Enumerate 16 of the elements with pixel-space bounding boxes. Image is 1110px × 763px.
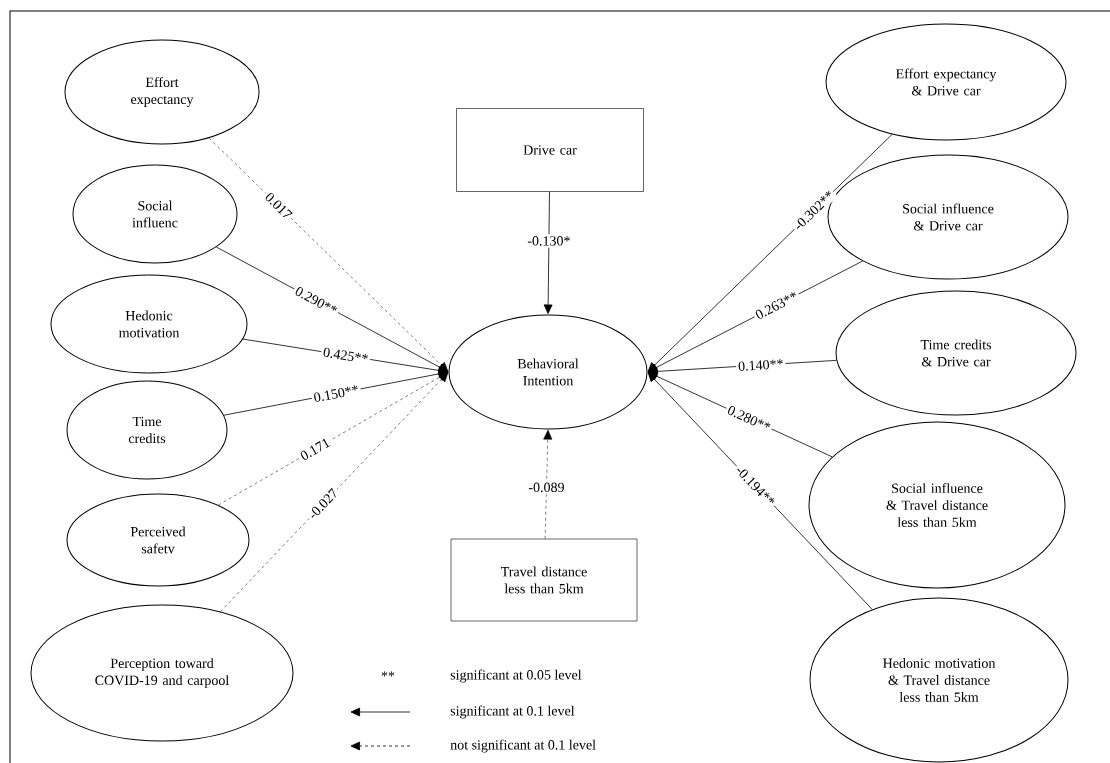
variable-box: Drive car [456,108,644,192]
arrow [543,429,553,539]
legend-text: significant at 0.1 level [450,705,575,719]
edge-label: 0.171 [296,434,334,464]
variable-box: Travel distance less than 5km [450,538,638,622]
arrow [220,372,449,612]
edge-label: -0.130* [525,234,573,248]
edge-label: 0.280** [723,402,775,436]
legend-text: not significant at 0.1 level [450,739,596,753]
legend-text: significant at 0.05 level [450,669,582,683]
legend-symbol: ** [381,671,395,677]
edge-label: -0.089 [526,480,567,495]
arrow [543,191,553,314]
edge-label: 0.425** [320,344,372,367]
edge-label: 0.140** [735,356,786,374]
edge-label: 0.150** [310,382,362,405]
